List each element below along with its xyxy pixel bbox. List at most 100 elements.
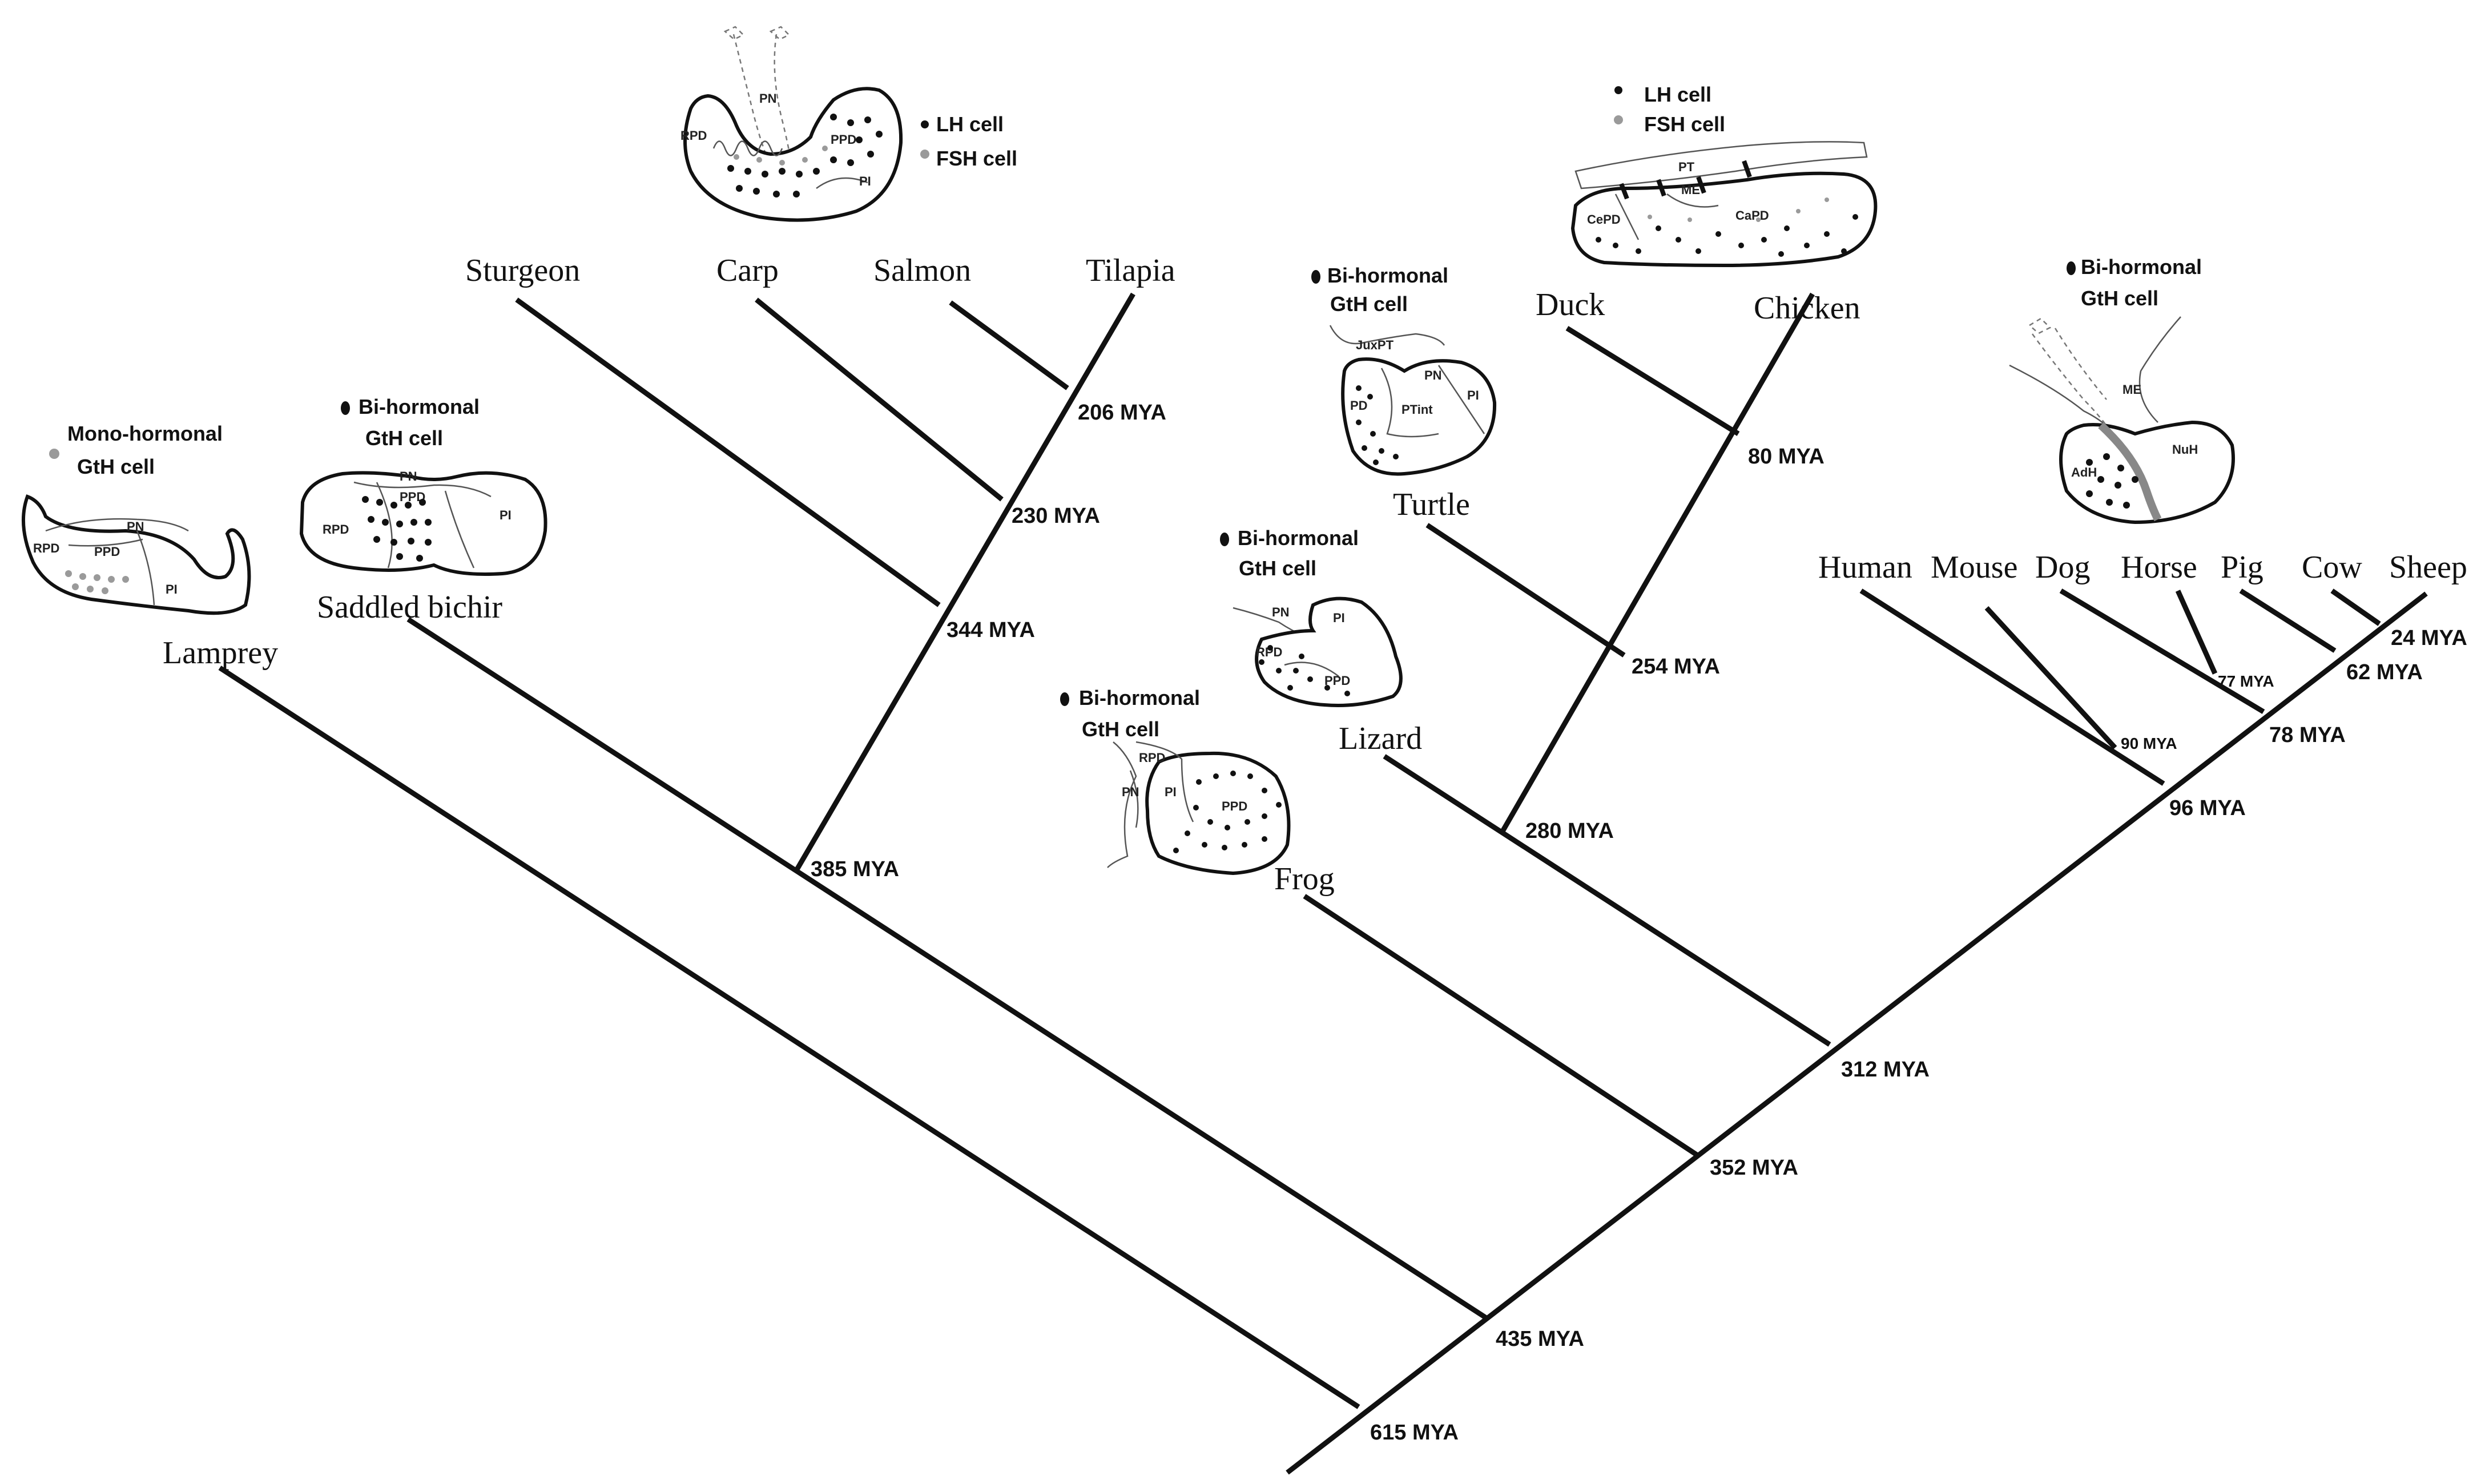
node-label-96: 96 MYA	[2169, 796, 2246, 820]
node-label-80: 80 MYA	[1748, 445, 1825, 469]
teleost-legend: LH cell FSH cell	[920, 112, 1017, 170]
taxon-carp: Carp	[716, 253, 779, 288]
turtle-pituitary-sketch: Bi-hormonal GtH cell JuxPT PN PI PD PTin…	[1311, 264, 1497, 476]
svg-text:NuH: NuH	[2172, 442, 2198, 457]
taxon-lamprey: Lamprey	[163, 635, 278, 671]
taxon-frog: Frog	[1274, 861, 1335, 897]
svg-text:JuxPT: JuxPT	[1356, 338, 1394, 352]
taxon-chicken: Chicken	[1754, 291, 1860, 326]
teleost-pituitary-sketch: PN RPD PPD PI LH cell FSH cell	[680, 26, 1017, 222]
svg-text:PN: PN	[1424, 368, 1442, 382]
lamprey-pituitary-sketch: Mono-hormonal GtH cell RPD PN PPD PI	[21, 422, 251, 615]
bird-pituitary-sketch: LH cell FSH cell PT ME CePD CaPD	[1570, 83, 1878, 268]
taxon-human: Human	[1818, 550, 1912, 585]
svg-text:PN: PN	[1122, 785, 1139, 799]
branch-salmon	[949, 300, 1069, 390]
tree-branches	[218, 292, 2428, 1475]
root-stem	[1286, 591, 2428, 1475]
svg-text:RPD: RPD	[680, 128, 707, 143]
frog-legend: Bi-hormonal GtH cell	[1060, 686, 1200, 741]
node-label-254: 254 MYA	[1632, 655, 1720, 679]
svg-text:AdH: AdH	[2071, 465, 2097, 479]
branch-amniotes	[1383, 754, 1831, 1047]
svg-text:PI: PI	[166, 582, 178, 596]
taxon-cow: Cow	[2302, 550, 2362, 585]
branch-lamprey	[218, 666, 1360, 1409]
svg-text:FSH cell: FSH cell	[936, 147, 1017, 170]
branch-bony-vertebrates	[406, 617, 1489, 1321]
node-label-435: 435 MYA	[1496, 1327, 1584, 1351]
mammal-legend: Bi-hormonal GtH cell	[2067, 255, 2202, 310]
svg-text:RPD: RPD	[1139, 751, 1165, 765]
svg-text:RPD: RPD	[33, 541, 59, 555]
svg-text:Bi-hormonal: Bi-hormonal	[1238, 526, 1359, 550]
bichir-pituitary-sketch: Bi-hormonal GtH cell PN PPD RPD PI	[299, 395, 547, 576]
branch-mouse	[1984, 606, 2117, 750]
svg-text:FSH cell: FSH cell	[1644, 112, 1725, 136]
node-label-77: 77 MYA	[2218, 672, 2274, 690]
svg-text:PI: PI	[1165, 785, 1177, 799]
taxon-turtle: Turtle	[1393, 487, 1470, 522]
svg-text:PD: PD	[1350, 398, 1368, 413]
svg-text:LH cell: LH cell	[1644, 83, 1711, 106]
svg-text:Bi-hormonal: Bi-hormonal	[2081, 255, 2202, 279]
svg-text:PI: PI	[500, 508, 512, 522]
node-label-280: 280 MYA	[1525, 819, 1614, 843]
svg-text:GtH cell: GtH cell	[2081, 287, 2158, 310]
taxon-duck: Duck	[1536, 287, 1605, 322]
node-label-24: 24 MYA	[2391, 626, 2467, 650]
frog-pituitary-sketch: Bi-hormonal GtH cell RPD PN PI PPD	[1060, 686, 1291, 876]
node-label-312: 312 MYA	[1841, 1058, 1930, 1082]
branch-turtle	[1425, 523, 1626, 658]
bird-legend: LH cell FSH cell	[1614, 83, 1725, 136]
svg-text:Bi-hormonal: Bi-hormonal	[1079, 686, 1200, 709]
taxon-dog: Dog	[2035, 550, 2090, 585]
node-label-62: 62 MYA	[2346, 660, 2423, 684]
svg-text:GtH cell: GtH cell	[365, 426, 443, 450]
taxon-saddled-bichir: Saddled bichir	[317, 590, 502, 625]
bichir-legend: Bi-hormonal GtH cell	[341, 395, 480, 450]
svg-text:RPD: RPD	[323, 522, 349, 537]
node-label-206: 206 MYA	[1078, 401, 1166, 425]
svg-text:ME: ME	[1681, 183, 1700, 197]
taxon-pig: Pig	[2221, 550, 2264, 585]
taxon-horse: Horse	[2121, 550, 2197, 585]
svg-text:Bi-hormonal: Bi-hormonal	[359, 395, 480, 418]
taxon-salmon: Salmon	[873, 253, 971, 288]
svg-text:Mono-hormonal: Mono-hormonal	[67, 422, 223, 445]
branch-cow	[2330, 588, 2381, 626]
turtle-legend: Bi-hormonal GtH cell	[1311, 264, 1448, 316]
svg-text:PI: PI	[1467, 388, 1479, 402]
svg-text:GtH cell: GtH cell	[1330, 292, 1408, 316]
taxon-lizard: Lizard	[1339, 721, 1422, 756]
node-label-385: 385 MYA	[811, 857, 899, 881]
node-labels: 615 MYA 435 MYA 385 MYA 344 MYA 230 MYA …	[811, 401, 2467, 1445]
node-label-615: 615 MYA	[1370, 1421, 1459, 1445]
svg-text:PPD: PPD	[1222, 799, 1247, 813]
node-label-344: 344 MYA	[947, 618, 1035, 642]
svg-text:PN: PN	[759, 91, 777, 106]
branch-dog	[2059, 588, 2265, 714]
svg-text:LH cell: LH cell	[936, 112, 1004, 136]
node-label-78: 78 MYA	[2269, 723, 2346, 747]
lizard-legend: Bi-hormonal GtH cell	[1220, 526, 1359, 580]
branch-duck	[1565, 326, 1740, 436]
branch-sturgeon	[515, 297, 941, 607]
svg-text:GtH cell: GtH cell	[1082, 717, 1159, 741]
branch-horse	[2175, 590, 2218, 675]
taxon-labels: Lamprey Saddled bichir Sturgeon Carp Sal…	[163, 253, 2467, 897]
svg-text:Bi-hormonal: Bi-hormonal	[1327, 264, 1448, 287]
mammal-pituitary-sketch: Bi-hormonal GtH cell ME AdH NuH	[2009, 255, 2235, 525]
svg-text:PTint: PTint	[1401, 402, 1433, 417]
svg-text:GtH cell: GtH cell	[77, 455, 155, 478]
svg-text:PT: PT	[1678, 160, 1695, 174]
svg-text:ME: ME	[2123, 382, 2141, 397]
node-label-90: 90 MYA	[2121, 735, 2177, 752]
svg-text:PI: PI	[1333, 611, 1345, 625]
branch-carp	[755, 297, 1004, 502]
taxon-mouse: Mouse	[1931, 550, 2017, 585]
svg-text:PN: PN	[127, 519, 144, 534]
svg-text:PPD: PPD	[94, 545, 120, 559]
svg-text:GtH cell: GtH cell	[1239, 556, 1316, 580]
